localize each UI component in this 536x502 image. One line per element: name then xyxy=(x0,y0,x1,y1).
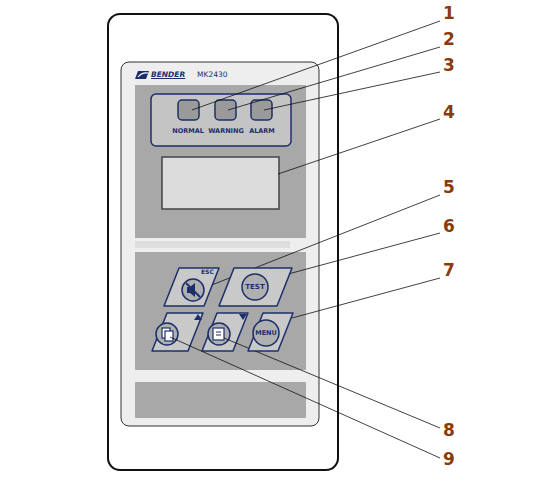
button-label: ESC xyxy=(201,269,214,275)
led-label: WARNING xyxy=(208,128,244,135)
button-label: MENU xyxy=(255,330,277,337)
led-frame xyxy=(151,94,291,146)
housing xyxy=(108,14,338,470)
callout-number: 5 xyxy=(443,179,455,196)
callout-number: 9 xyxy=(443,451,455,468)
separator-bar xyxy=(135,241,290,248)
test-button: TEST xyxy=(217,266,294,308)
led-alarm xyxy=(251,100,272,120)
menu-button: MENU xyxy=(246,311,295,353)
callout-number: 3 xyxy=(443,57,455,74)
logo-icon xyxy=(135,71,149,79)
button-label: TEST xyxy=(245,284,264,291)
brand-name: BENDER xyxy=(151,71,185,79)
led-warning xyxy=(215,100,236,120)
leader-lines xyxy=(170,21,440,458)
callout-number: 4 xyxy=(443,104,455,121)
callout-number: 8 xyxy=(443,422,455,439)
esc-button: ESC xyxy=(162,266,221,308)
callout-number: 1 xyxy=(443,5,455,22)
display-area xyxy=(135,85,306,238)
callout-number: 6 xyxy=(443,218,455,235)
bottom-strip xyxy=(135,382,306,418)
led-label: NORMAL xyxy=(172,128,204,135)
callout-number: 7 xyxy=(443,262,455,279)
led-label: ALARM xyxy=(249,128,275,135)
front-panel xyxy=(121,62,319,426)
up-button xyxy=(152,313,203,351)
led-normal xyxy=(178,100,199,120)
keypad-area xyxy=(135,252,306,370)
callout-number: 2 xyxy=(443,31,455,48)
model-name: MK2430 xyxy=(197,71,227,79)
lcd-display xyxy=(162,157,279,209)
